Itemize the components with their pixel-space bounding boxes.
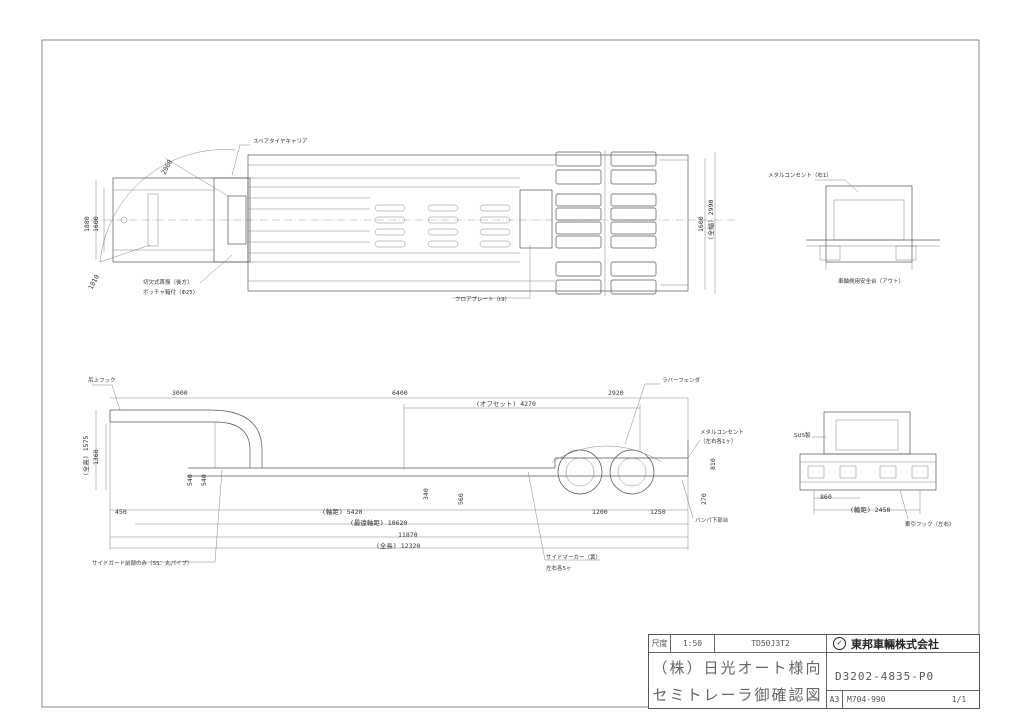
floor-plate-note: フロアプレート（t9）	[455, 296, 510, 303]
dim-11870: 11870	[398, 531, 418, 539]
company-logo-icon: ✓	[833, 637, 846, 650]
sub-number: M704-990	[847, 695, 886, 704]
dim-3000: 3000	[172, 389, 188, 397]
model-code: TD50J3T2	[715, 635, 827, 653]
rear-metal-outlet-note: メタルコンセント（右1）	[768, 171, 832, 179]
dim-340: 340	[422, 488, 430, 500]
sheet-number: 1/1	[951, 695, 967, 704]
side-metal-outlet-sub: （左右各1ヶ）	[700, 437, 737, 445]
dim-offset-4270: (オフセット) 4270	[476, 400, 536, 408]
company-cell: ✓ 東邦車輛株式会社	[827, 635, 979, 653]
rear-view-bottom	[799, 411, 937, 520]
hatch-note: ボッチャ箱付（Φ25）	[143, 288, 198, 296]
dim-560: 560	[457, 493, 465, 505]
paper-size: A3	[827, 691, 843, 708]
side-metal-outlet-note: メタルコンセント	[700, 428, 744, 436]
dim-max-wheelbase-10620: (最遠軸距) 10620	[350, 518, 407, 527]
dim-270: 270	[700, 493, 708, 505]
side-guard-note: サイドガード前部のみ（SS：丸パイプ）	[92, 559, 192, 567]
dim-810: 810	[709, 458, 717, 470]
side-marker-note: サイドマーカー（黄）	[546, 553, 601, 561]
dim-6400: 6400	[392, 389, 408, 397]
dim-track-2450: (輪距) 2450	[850, 505, 890, 514]
dim-width-2990: (全幅) 2990	[706, 200, 715, 240]
dim-540-b: 540	[200, 474, 208, 486]
customer-line: （株）日光オート様向	[649, 653, 827, 681]
dim-450: 450	[115, 508, 127, 516]
dim-1360: 1360	[92, 449, 100, 465]
lifting-hook-label: 吊上フック	[88, 376, 116, 384]
bumper-note: バンパ下部台	[695, 516, 729, 524]
dim-1600-left: 1600	[92, 216, 100, 232]
drawing-title: セミトレーラ御確認図	[649, 681, 827, 708]
sus-label: SUS製	[794, 431, 811, 439]
dim-total-height-1575: (全高) 1575	[81, 436, 90, 476]
dim-1600-right: 1600	[697, 216, 705, 232]
scale-value: 1:50	[671, 635, 715, 653]
dim-1010: 1010	[87, 273, 101, 291]
dim-860: 860	[820, 493, 832, 501]
gooseneck-note: 切欠式首振（後方）	[143, 278, 193, 286]
jack-note: 車軸側用安全台（アウト）	[838, 277, 904, 285]
tow-hook-note: 牽引フック（左右）	[905, 520, 955, 528]
drawing-frame	[41, 39, 980, 708]
rubber-fender-label: ラバーフェンダ	[662, 376, 701, 384]
title-block: 尺度 1:50 TD50J3T2 ✓ 東邦車輛株式会社 （株）日光オート様向 セ…	[648, 634, 980, 709]
scale-label: 尺度	[649, 635, 671, 653]
dim-1200: 1200	[592, 508, 608, 516]
side-view	[92, 383, 701, 563]
spare-tire-carrier-label: スペアタイヤキャリア	[253, 137, 308, 145]
dim-total-length-12320: (全長) 12320	[376, 541, 420, 550]
top-view	[90, 144, 735, 299]
drawing-number: D3202-4835-P0	[827, 653, 979, 691]
dim-1880: 1880	[83, 216, 91, 232]
side-marker-sub: 左右各5ヶ	[546, 564, 572, 572]
dim-2920: 2920	[608, 389, 624, 397]
company-name: 東邦車輛株式会社	[851, 637, 939, 651]
dim-wheelbase-5420: (軸距) 5420	[322, 507, 362, 516]
rear-view-top	[806, 179, 940, 270]
dim-1250: 1250	[650, 508, 666, 516]
dim-540-a: 540	[186, 474, 194, 486]
